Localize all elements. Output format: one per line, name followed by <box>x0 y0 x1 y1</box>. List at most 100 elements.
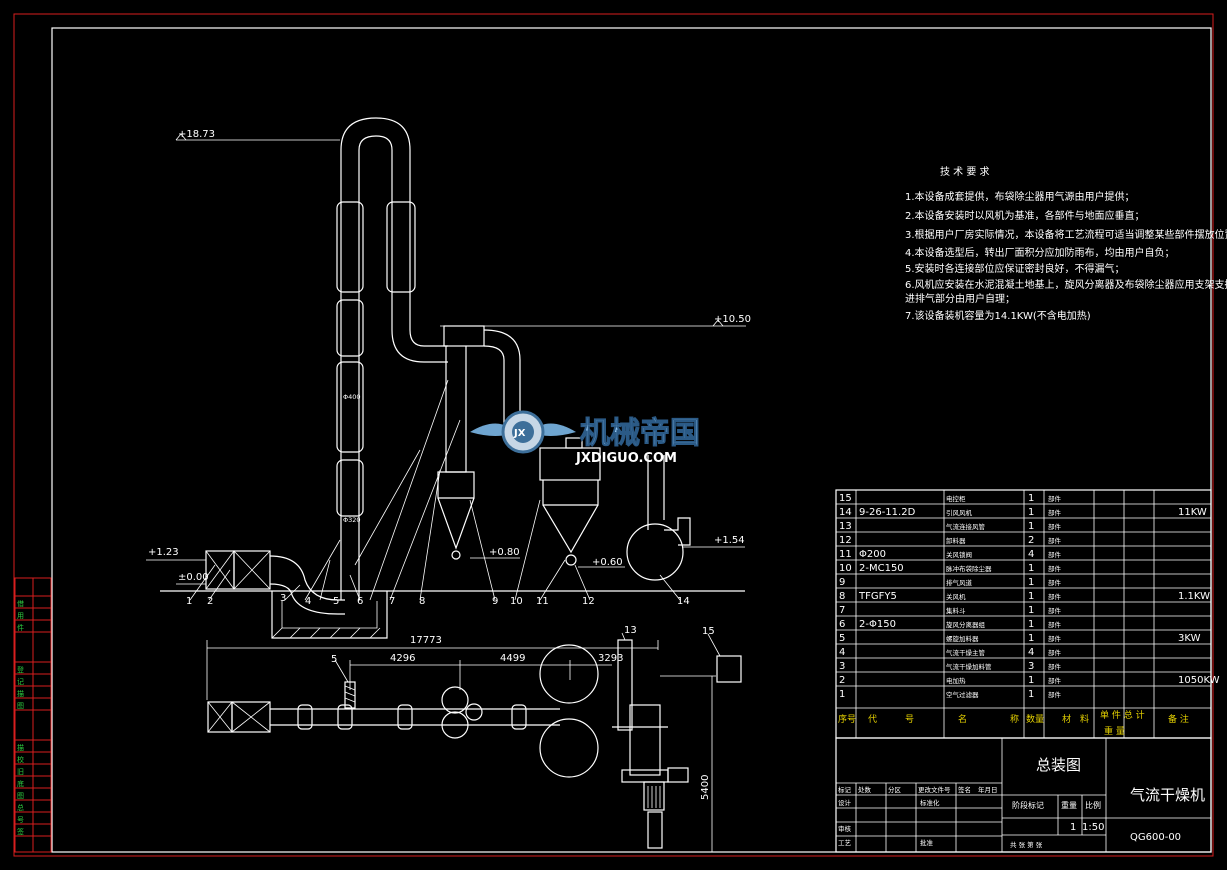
bom-cell-mat: 部件 <box>1048 508 1062 517</box>
role-label: 工艺 <box>838 839 852 847</box>
note-line: 6.风机应安装在水泥混凝土地基上，旋风分离器及布袋除尘器应用支架支撑牢固， <box>905 278 1227 291</box>
bom-cell-power: 11KW <box>1178 507 1207 518</box>
quantity-value: 1 <box>1070 822 1076 833</box>
bom-header: 材 <box>1062 713 1071 725</box>
scale-label: 比例 <box>1085 800 1101 810</box>
bom-cell-name: 卸料器 <box>946 536 966 545</box>
outer-frame <box>13 13 1214 857</box>
bom-cell-qty: 2 <box>1028 535 1034 546</box>
callout-number: 14 <box>677 596 690 607</box>
role-label: 设计 <box>838 798 852 807</box>
dimension-text: 5400 <box>700 775 711 800</box>
bom-cell-no: 7 <box>839 605 845 616</box>
bom-cell-power: 3KW <box>1178 633 1201 644</box>
callout-number: 15 <box>702 626 715 637</box>
bom-cell-name: 电加热 <box>946 676 966 685</box>
bom-cell-mat: 部件 <box>1048 676 1062 685</box>
callout-number: 12 <box>582 596 595 607</box>
bom-cell-qty: 1 <box>1028 605 1034 616</box>
title-row-label: 处数 <box>858 785 872 794</box>
bom-cell-no: 3 <box>839 661 845 672</box>
bom-cell-name: 旋风分离器组 <box>946 620 986 629</box>
callout-number: 6 <box>357 596 363 607</box>
title-row-label: 签名 <box>958 785 971 794</box>
callout-number: 7 <box>389 596 395 607</box>
bom-cell-mat: 部件 <box>1048 620 1062 629</box>
elevation-mark: +1.54 <box>714 535 745 546</box>
inner-frame <box>51 27 1212 853</box>
bom-cell-code: TFGFY5 <box>858 591 897 602</box>
bom-cell-no: 12 <box>839 535 852 546</box>
role-label: 标准化 <box>920 798 940 807</box>
bom-cell-name: 引风风机 <box>946 508 973 517</box>
side-label: 总 <box>17 803 24 812</box>
bom-cell-mat: 部件 <box>1048 578 1062 587</box>
side-label: 记 <box>17 678 24 686</box>
bom-cell-qty: 1 <box>1028 577 1034 588</box>
bom-header: 称 <box>1010 713 1019 725</box>
bom-cell-qty: 1 <box>1028 563 1034 574</box>
title-row-label: 年月日 <box>978 785 998 794</box>
side-label: 底 <box>17 779 24 788</box>
bom-cell-no: 15 <box>839 493 852 504</box>
bom-cell-name: 空气过滤器 <box>946 690 979 699</box>
bom-cell-mat: 部件 <box>1048 592 1062 601</box>
bom-cell-name: 排气风道 <box>946 578 973 587</box>
bom-header: 代 <box>868 714 877 725</box>
elevation-mark: +1.23 <box>148 547 179 558</box>
plan-view: 17773 4296 4499 3293 5 <box>206 625 742 852</box>
bom-cell-mat: 部件 <box>1048 522 1062 531</box>
bom-header: 重 量 <box>1104 725 1125 737</box>
bom-cell-no: 5 <box>839 633 845 644</box>
bom-cell-name: 集料斗 <box>946 606 966 615</box>
bom-cell-mat: 部件 <box>1048 550 1062 559</box>
note-line: 5.安装时各连接部位应保证密封良好，不得漏气； <box>905 262 1125 275</box>
bom-cell-no: 1 <box>839 689 845 700</box>
dimension-text: 4296 <box>390 653 415 664</box>
bom-cell-no: 11 <box>839 549 852 560</box>
product-name: 气流干燥机 <box>1130 786 1205 804</box>
bom-header: 数量 <box>1026 713 1044 725</box>
note-line: 7.该设备装机容量为14.1KW(不含电加热) <box>905 309 1091 322</box>
callout-number: 4 <box>305 596 311 607</box>
role-label: 审核 <box>838 824 852 833</box>
bom-cell-no: 2 <box>839 675 845 686</box>
bom-cell-name: 电控柜 <box>946 494 966 503</box>
bom-cell-mat: 部件 <box>1048 648 1062 657</box>
bom-cell-name: 脉冲布袋除尘器 <box>946 564 992 573</box>
elevation-view: +18.73 +10.50 +1.23 ±0.00 +0.80 +0.60 +1… <box>146 117 751 639</box>
callout-number: 1 <box>186 596 192 607</box>
bom-cell-qty: 4 <box>1028 647 1034 658</box>
note-line: 4.本设备选型后，转出厂面积分应加防雨布，均由用户自负； <box>905 246 1175 259</box>
title-row-label: 更改文件号 <box>918 785 951 794</box>
bom-header: 序号 <box>838 713 856 725</box>
bom-cell-name: 螺旋加料器 <box>946 634 979 643</box>
bom-cell-qty: 1 <box>1028 633 1034 644</box>
drawing-code: QG600-00 <box>1130 832 1181 843</box>
side-label: 图 <box>17 702 24 710</box>
bom-cell-no: 4 <box>839 647 845 658</box>
role-label: 批准 <box>920 838 934 847</box>
bom-cell-mat: 部件 <box>1048 606 1062 615</box>
watermark-en: JXDIGUO.COM <box>575 451 677 466</box>
dimension-text: 3293 <box>598 653 623 664</box>
bom-cell-qty: 1 <box>1028 675 1034 686</box>
title-block: 标记 处数 分区 更改文件号 签名 年月日 设计 标准化 审核 工艺 批准 总装… <box>835 737 1212 853</box>
bom-cell-power: 1050KW <box>1178 675 1220 686</box>
bom-cell-mat: 部件 <box>1048 662 1062 671</box>
bom-cell-qty: 1 <box>1028 619 1034 630</box>
callout-number: 10 <box>510 596 523 607</box>
side-label: 校 <box>17 755 24 764</box>
bom-cell-name: 气流干燥加料管 <box>946 662 992 671</box>
bom-cell-no: 9 <box>839 577 845 588</box>
bom-cell-code: 2-Φ150 <box>859 619 896 630</box>
bom-cell-mat: 部件 <box>1048 690 1062 699</box>
bom-cell-no: 14 <box>839 507 852 518</box>
side-label: 旧 <box>17 768 24 776</box>
side-label: 号 <box>17 816 24 824</box>
title-row-label: 分区 <box>888 785 902 794</box>
bom-cell-qty: 1 <box>1028 591 1034 602</box>
elevation-mark: +0.80 <box>489 547 520 558</box>
side-label: 图 <box>17 792 24 800</box>
